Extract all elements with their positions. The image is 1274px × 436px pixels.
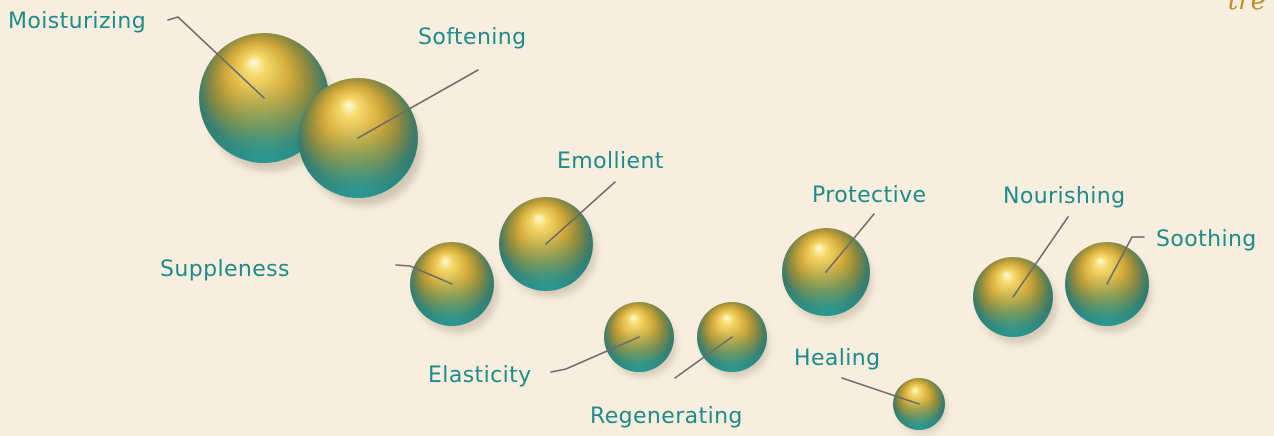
label-softening: Softening — [418, 25, 527, 50]
sphere-suppleness — [410, 242, 498, 333]
label-regenerating: Regenerating — [590, 404, 743, 429]
label-elasticity: Elasticity — [428, 363, 532, 388]
label-emollient: Emollient — [557, 149, 664, 174]
leader-protective — [825, 213, 875, 273]
sphere-protective — [782, 228, 872, 322]
label-moisturizing: Moisturizing — [8, 9, 146, 34]
leader-emollient — [545, 181, 616, 245]
leader-soothing — [1106, 236, 1145, 285]
leader-healing — [841, 377, 920, 405]
leader-elasticity — [550, 336, 640, 373]
sphere-nourishing — [973, 257, 1057, 344]
sphere-healing — [893, 378, 946, 433]
sphere-regenerating — [697, 302, 769, 377]
label-nourishing: Nourishing — [1003, 184, 1125, 209]
label-soothing: Soothing — [1156, 227, 1257, 252]
sphere-softening — [298, 78, 422, 206]
corner-text: tre — [1227, 0, 1266, 16]
leader-softening — [357, 69, 479, 139]
label-suppleness: Suppleness — [160, 257, 290, 282]
leader-regenerating — [674, 336, 733, 379]
label-protective: Protective — [812, 183, 926, 208]
sphere-soothing — [1065, 242, 1151, 332]
label-healing: Healing — [794, 346, 881, 371]
leader-moisturizing — [167, 16, 265, 99]
leader-nourishing — [1012, 216, 1069, 298]
leader-suppleness — [395, 264, 453, 285]
sphere-elasticity — [604, 302, 676, 377]
